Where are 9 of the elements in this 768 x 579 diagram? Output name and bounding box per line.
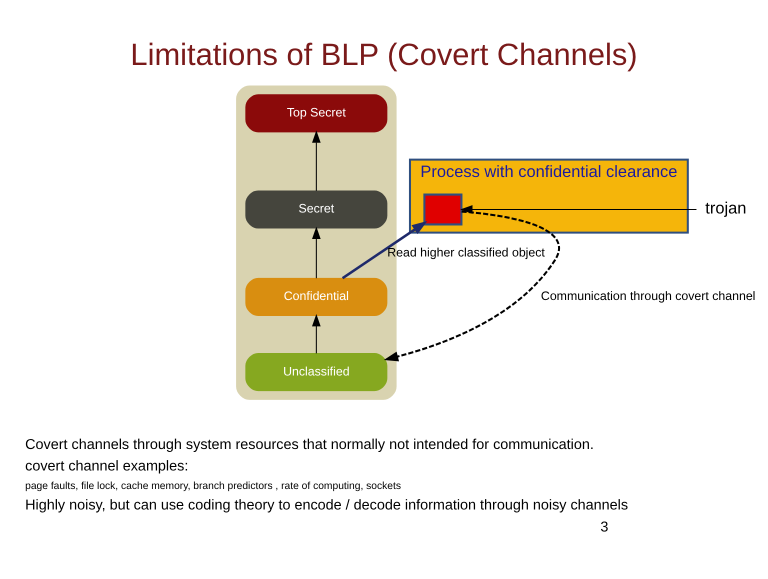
edge-label: Read higher classified object [387,245,545,260]
label: 3 [600,519,608,536]
edge-label: Communication through covert channel [540,289,756,304]
diagram-title: Limitations of BLP (Covert Channels) [130,36,638,72]
label: Covert channels through system resources that normally not intended for communication. [25,436,594,453]
label: page faults, file lock, cache memory, branch predictors , rate of computing, sockets [25,480,401,492]
node-text: trojan [705,199,746,218]
label: Highly noisy, but can use coding theory to encode / decode information through noisy channels [25,498,628,514]
label: covert channel examples: [25,458,188,475]
